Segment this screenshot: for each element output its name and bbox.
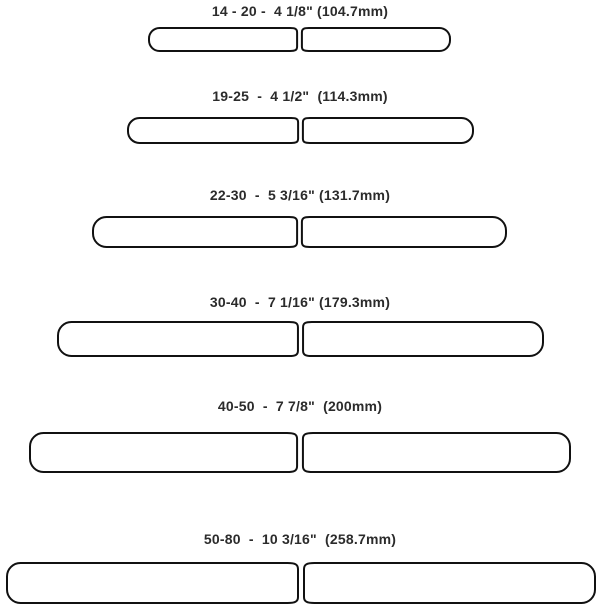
rod-outline-2 [127,117,474,144]
size-label-4: 30-40 - 7 1/16" (179.3mm) [209,294,391,310]
rod-outline-1 [148,27,451,52]
rod-outline-3 [92,216,507,248]
rod-outline-6 [6,562,596,604]
size-label-5: 40-50 - 7 7/8" (200mm) [217,398,383,414]
rod-outline-4 [57,321,544,357]
size-label-6: 50-80 - 10 3/16" (258.7mm) [203,531,397,547]
size-label-2: 19-25 - 4 1/2" (114.3mm) [212,88,388,104]
size-label-3: 22-30 - 5 3/16" (131.7mm) [209,187,391,203]
size-label-1: 14 - 20 - 4 1/8" (104.7mm) [211,3,389,19]
rod-outline-5 [29,432,571,473]
